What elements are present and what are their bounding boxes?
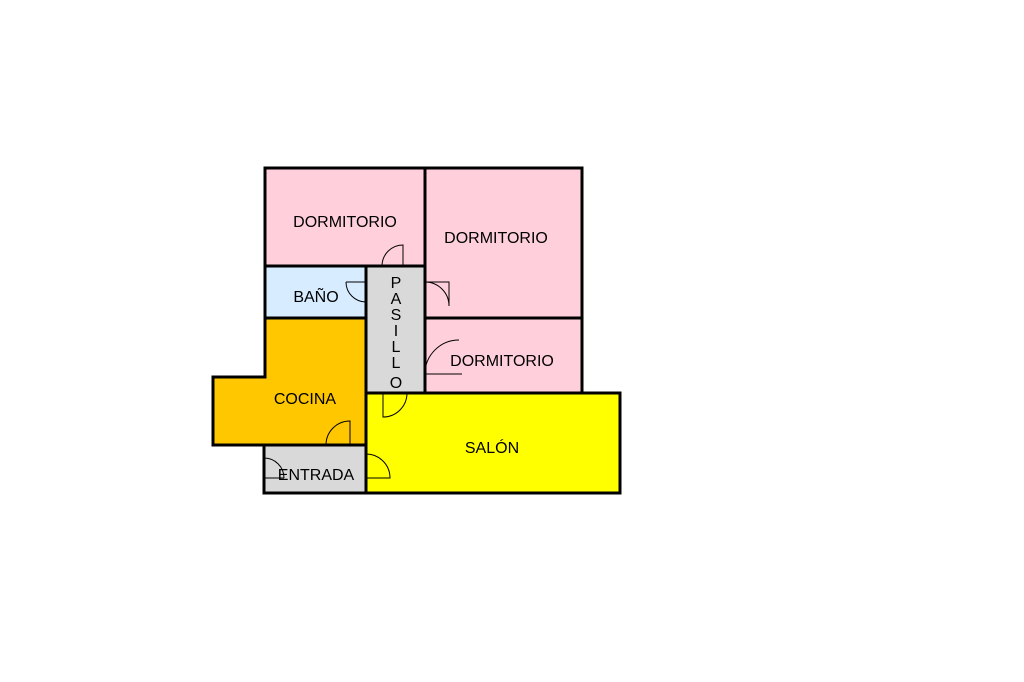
- door-dormitorio-3: [424, 339, 462, 375]
- room-cocina: [211, 316, 368, 447]
- door-bano: [345, 281, 367, 303]
- pasillo-letter: L: [392, 355, 401, 372]
- label-salon: SALÓN: [465, 438, 519, 457]
- room-salon: [364, 391, 622, 495]
- label-pasillo: P A S I L L O: [390, 275, 402, 392]
- pasillo-letter: A: [391, 291, 402, 308]
- label-entrada: ENTRADA: [278, 467, 355, 484]
- label-bano: BAÑO: [293, 286, 338, 306]
- door-salon-entrada: [365, 453, 391, 479]
- door-entrada: [263, 457, 285, 479]
- pasillo-letter: I: [394, 323, 398, 340]
- label-cocina: COCINA: [274, 391, 337, 408]
- pasillo-letter: S: [391, 307, 402, 324]
- door-cocina: [325, 420, 351, 446]
- room-dormitorio-1: [263, 166, 427, 268]
- pasillo-letter: L: [392, 339, 401, 356]
- door-dormitorio-2: [424, 281, 450, 307]
- pasillo-letter: P: [391, 275, 402, 292]
- doors: [263, 244, 462, 479]
- room-dormitorio-2: [423, 166, 584, 320]
- pasillo-letter: O: [390, 375, 402, 392]
- label-dormitorio-2: DORMITORIO: [444, 230, 548, 247]
- label-dormitorio-1: DORMITORIO: [293, 214, 397, 231]
- label-dormitorio-3: DORMITORIO: [450, 353, 554, 370]
- door-dormitorio-1: [381, 244, 404, 267]
- door-salon-pasillo: [382, 392, 408, 418]
